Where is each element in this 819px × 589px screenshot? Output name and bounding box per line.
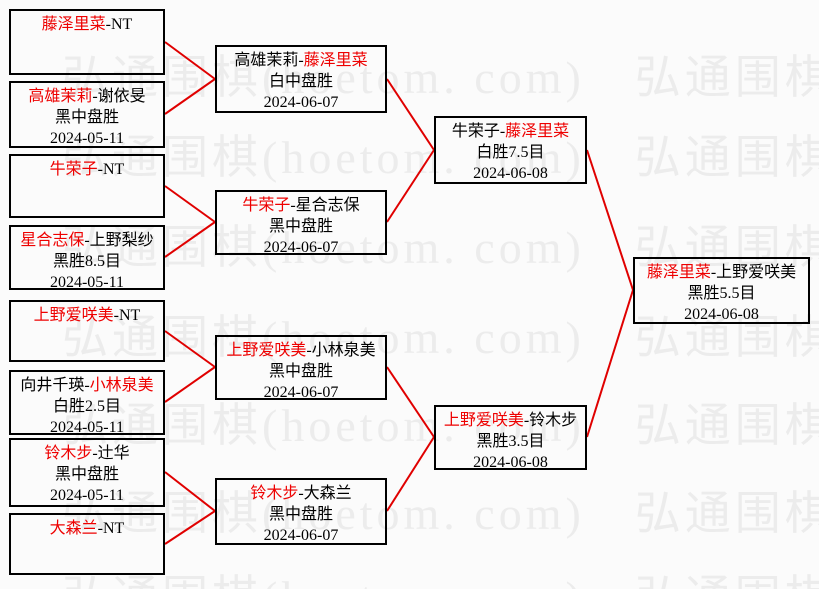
match-box-r2-2: 牛荣子-星合志保 黑中盘胜 2024-06-07 — [215, 190, 387, 256]
match-box-r1-3: 牛荣子-NT — [9, 154, 165, 218]
match-players: 上野爱咲美-小林泉美 — [226, 342, 376, 359]
match-date: 2024-05-11 — [49, 419, 125, 436]
match-players: 铃木步-辻华 — [44, 445, 130, 462]
connector-line — [386, 149, 435, 223]
connector-line — [164, 330, 216, 368]
match-players: 牛荣子-星合志保 — [242, 197, 360, 214]
match-players: 藤泽里菜-NT — [41, 16, 133, 33]
match-result: 白胜2.5目 — [52, 398, 121, 415]
match-result: 白中盘胜 — [268, 73, 333, 90]
match-box-r2-1: 高雄茉莉-藤泽里菜 白中盘胜 2024-06-07 — [215, 45, 387, 113]
winner-name: 高雄茉莉 — [28, 88, 93, 105]
match-date: 2024-06-07 — [263, 384, 339, 401]
match-players: 向井千瑛-小林泉美 — [20, 377, 154, 394]
match-result: 白胜7.5目 — [476, 144, 545, 161]
match-box-r1-1: 藤泽里菜-NT — [9, 9, 165, 75]
match-date: 2024-05-11 — [49, 274, 125, 291]
connector-line — [164, 471, 216, 512]
watermark-text: 弘通围棋(hoetom. com) 弘通围棋(hoetom. com) 弘通围棋… — [62, 572, 819, 589]
match-players: 上野爱咲美-铃木步 — [443, 412, 578, 429]
match-box-final: 藤泽里菜-上野爱咲美 黑胜5.5目 2024-06-08 — [633, 257, 810, 324]
match-date: 2024-06-08 — [473, 165, 548, 182]
winner-name: 牛荣子 — [242, 197, 291, 214]
winner-name: 上野爱咲美 — [443, 412, 524, 429]
match-box-r1-7: 铃木步-辻华 黑中盘胜 2024-05-11 — [9, 438, 165, 507]
winner-name: 铃木步 — [250, 485, 299, 502]
winner-name: 大森兰 — [49, 520, 98, 537]
match-result: 黑胜3.5目 — [476, 433, 545, 450]
winner-name: 星合志保 — [20, 232, 85, 249]
match-players: 铃木步-大森兰 — [250, 485, 352, 502]
match-result: 黑中盘胜 — [54, 109, 119, 126]
connector-line — [164, 221, 216, 258]
match-box-r1-4: 星合志保-上野梨纱 黑胜8.5目 2024-05-11 — [9, 225, 165, 291]
winner-name: 上野爱咲美 — [226, 342, 307, 359]
match-box-r1-6: 向井千瑛-小林泉美 白胜2.5目 2024-05-11 — [9, 370, 165, 436]
connector-line — [586, 289, 634, 438]
connector-line — [164, 510, 216, 545]
match-box-semifinal-1: 牛荣子-藤泽里菜 白胜7.5目 2024-06-08 — [434, 116, 587, 184]
winner-name: 小林泉美 — [89, 377, 154, 394]
match-players: 星合志保-上野梨纱 — [20, 232, 154, 249]
match-box-semifinal-2: 上野爱咲美-铃木步 黑胜3.5目 2024-06-08 — [434, 405, 587, 471]
match-date: 2024-06-08 — [684, 306, 759, 323]
match-players: 大森兰-NT — [49, 520, 125, 537]
match-box-r2-4: 铃木步-大森兰 黑中盘胜 2024-06-07 — [215, 478, 387, 545]
winner-name: 藤泽里菜 — [303, 52, 368, 69]
winner-name: 牛荣子 — [49, 161, 98, 178]
winner-name: 上野爱咲美 — [33, 307, 114, 324]
match-date: 2024-05-11 — [49, 487, 125, 504]
match-date: 2024-06-07 — [263, 239, 339, 256]
match-date: 2024-05-11 — [49, 130, 125, 147]
watermark-text: 弘通围棋(hoetom. com) 弘通围棋(hoetom. com) 弘通围棋… — [62, 400, 819, 451]
winner-name: 藤泽里菜 — [646, 264, 711, 281]
match-result: 黑胜5.5目 — [687, 285, 756, 302]
match-players: 高雄茉莉-藤泽里菜 — [234, 52, 368, 69]
match-date: 2024-06-07 — [263, 94, 339, 111]
match-date: 2024-06-07 — [263, 527, 339, 544]
winner-name: 藤泽里菜 — [41, 16, 106, 33]
connector-line — [386, 78, 435, 151]
watermark-text: 弘通围棋(hoetom. com) 弘通围棋(hoetom. com) 弘通围棋… — [62, 312, 819, 363]
match-players: 牛荣子-NT — [49, 161, 125, 178]
watermark-text: 弘通围棋(hoetom. com) 弘通围棋(hoetom. com) 弘通围棋… — [62, 222, 819, 273]
match-result: 黑中盘胜 — [54, 466, 119, 483]
match-result: 黑中盘胜 — [268, 506, 333, 523]
match-result: 黑中盘胜 — [268, 363, 333, 380]
watermark-text: 弘通围棋(hoetom. com) 弘通围棋(hoetom. com) 弘通围棋… — [62, 52, 819, 103]
match-result: 黑中盘胜 — [268, 218, 333, 235]
connector-line — [164, 366, 216, 403]
connector-line — [386, 366, 435, 438]
connector-line — [164, 185, 216, 223]
connector-line — [164, 41, 216, 80]
match-result: 黑胜8.5目 — [52, 253, 121, 270]
match-box-r2-3: 上野爱咲美-小林泉美 黑中盘胜 2024-06-07 — [215, 335, 387, 401]
watermark-text: 弘通围棋(hoetom. com) 弘通围棋(hoetom. com) 弘通围棋… — [62, 488, 819, 539]
connector-line — [386, 436, 435, 512]
match-players: 藤泽里菜-上野爱咲美 — [646, 264, 797, 281]
match-date: 2024-06-08 — [473, 454, 548, 471]
connector-line — [164, 78, 216, 115]
match-box-r1-5: 上野爱咲美-NT — [9, 300, 165, 362]
match-players: 高雄茉莉-谢依旻 — [28, 88, 146, 105]
winner-name: 藤泽里菜 — [505, 123, 570, 140]
watermark-text: 弘通围棋(hoetom. com) 弘通围棋(hoetom. com) 弘通围棋… — [62, 132, 819, 183]
match-players: 上野爱咲美-NT — [33, 307, 141, 324]
match-box-r1-8: 大森兰-NT — [9, 513, 165, 575]
match-players: 牛荣子-藤泽里菜 — [451, 123, 570, 140]
winner-name: 铃木步 — [44, 445, 93, 462]
connector-line — [586, 149, 634, 291]
match-box-r1-2: 高雄茉莉-谢依旻 黑中盘胜 2024-05-11 — [9, 81, 165, 148]
